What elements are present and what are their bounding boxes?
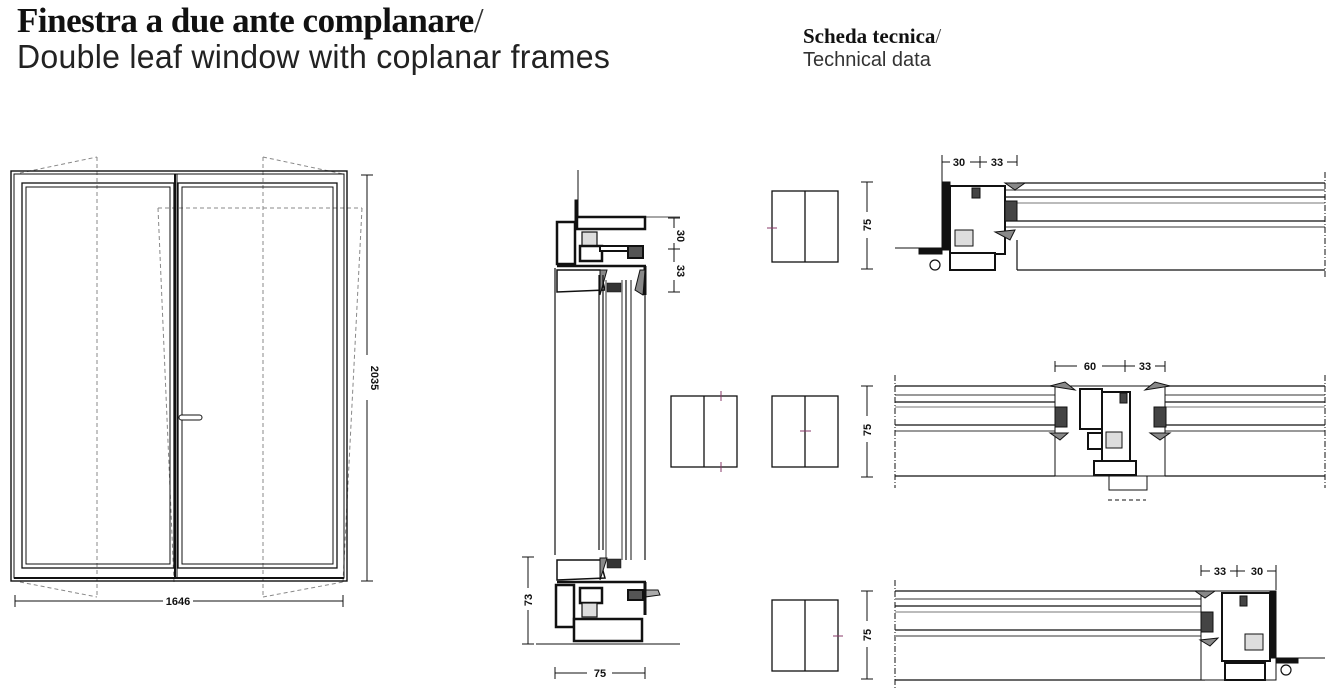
hs-mid-depth-label: 75 (862, 424, 874, 436)
hs-left-dim-33: 33 (991, 157, 1003, 169)
vs-dim-30: 30 (674, 230, 686, 242)
vertical-section-top-dimensions (668, 217, 680, 293)
elevation-height-label: 2035 (368, 366, 380, 390)
hs-right-dim-30: 30 (1251, 566, 1263, 578)
hs-right-dim-33: 33 (1214, 566, 1226, 578)
title-italian: Finestra a due ante complanare/ (17, 1, 484, 40)
title-slash: / (473, 1, 484, 40)
vs-dim-75: 75 (594, 668, 606, 680)
section-slash: / (935, 24, 942, 48)
hs-mid-dim-33: 33 (1139, 361, 1151, 373)
height-dimension-line (361, 174, 373, 582)
section-italian-text: Scheda tecnica (803, 24, 936, 48)
hs-mid-dim-60: 60 (1084, 361, 1096, 373)
title-italian-text: Finestra a due ante complanare (17, 1, 474, 40)
vs-dim-33: 33 (674, 265, 686, 277)
key-icon-vertical-section (670, 391, 738, 472)
section-english: Technical data (803, 49, 931, 71)
vertical-section-depth-dimension (554, 667, 646, 679)
horizontal-section-left-jamb (895, 155, 1326, 278)
elevation-width-label: 1646 (166, 596, 190, 608)
window-elevation (10, 156, 373, 607)
key-icon-meeting-stile (771, 395, 839, 468)
key-icon-bottom-jamb (771, 599, 843, 672)
horizontal-section-right-jamb (894, 565, 1325, 690)
section-italian: Scheda tecnica/ (803, 24, 941, 48)
icon-depth-dimensions (861, 181, 873, 680)
horizontal-section-meeting-stile (894, 360, 1326, 501)
hs-top-depth-label: 75 (862, 219, 874, 231)
hs-left-dim-30: 30 (953, 157, 965, 169)
handle-icon (178, 414, 203, 421)
vertical-section (522, 170, 680, 679)
opening-indicator-lines (19, 156, 363, 598)
vs-dim-73: 73 (523, 594, 535, 606)
width-dimension-line (14, 595, 344, 607)
title-english: Double leaf window with coplanar frames (17, 38, 611, 75)
vertical-section-bottom-height-dimension (522, 556, 534, 645)
key-icon-top-jamb (767, 190, 839, 263)
hs-bottom-depth-label: 75 (862, 629, 874, 641)
